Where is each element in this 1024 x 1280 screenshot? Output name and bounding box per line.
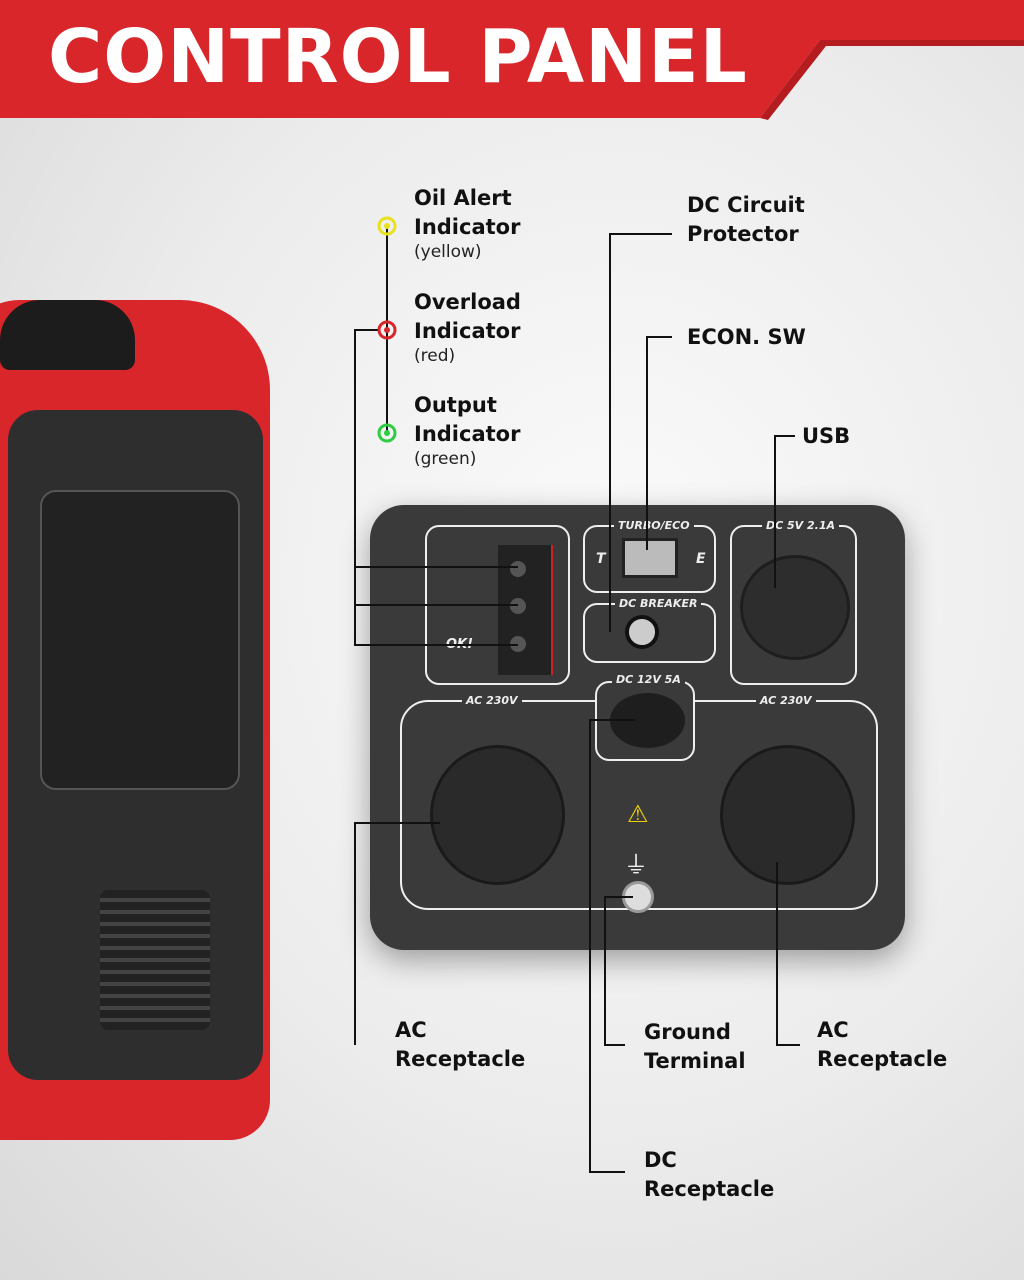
oil-led <box>510 561 526 577</box>
econ-switch[interactable] <box>622 538 678 578</box>
red-indicator-icon <box>377 320 397 340</box>
ac-right-receptacle[interactable] <box>720 745 855 885</box>
turbo-eco-label: TURBO/ECO <box>614 519 694 532</box>
usb-callout: USB <box>802 424 851 448</box>
ground-symbol-icon: ⏚ <box>624 851 648 879</box>
dc-breaker-button[interactable] <box>625 615 659 649</box>
green-indicator-icon <box>377 423 397 443</box>
dc-breaker-label: DC BREAKER <box>615 597 702 610</box>
e-label: E <box>692 551 710 567</box>
dc12-label: DC 12V 5A <box>612 673 685 686</box>
generator-vent <box>100 890 210 1030</box>
ac-left-label: AC 230V <box>462 694 522 707</box>
warning-icon: ⚠ <box>627 800 649 828</box>
ac-right-label: AC 230V <box>756 694 816 707</box>
control-panel: OK! TURBO/ECO T E DC BREAKER DC 5V 2.1A … <box>370 505 905 950</box>
header-banner: CONTROL PANEL <box>0 0 1024 120</box>
usb-label: DC 5V 2.1A <box>762 519 840 532</box>
generator-handle <box>0 300 135 370</box>
generator-mini-panel <box>40 490 240 790</box>
t-label: T <box>592 551 610 567</box>
usb-port[interactable] <box>740 555 850 660</box>
page-title: CONTROL PANEL <box>48 14 748 100</box>
econ-callout: ECON. SW <box>687 325 806 349</box>
yellow-indicator-icon <box>377 216 397 236</box>
ac-left-receptacle[interactable] <box>430 745 565 885</box>
